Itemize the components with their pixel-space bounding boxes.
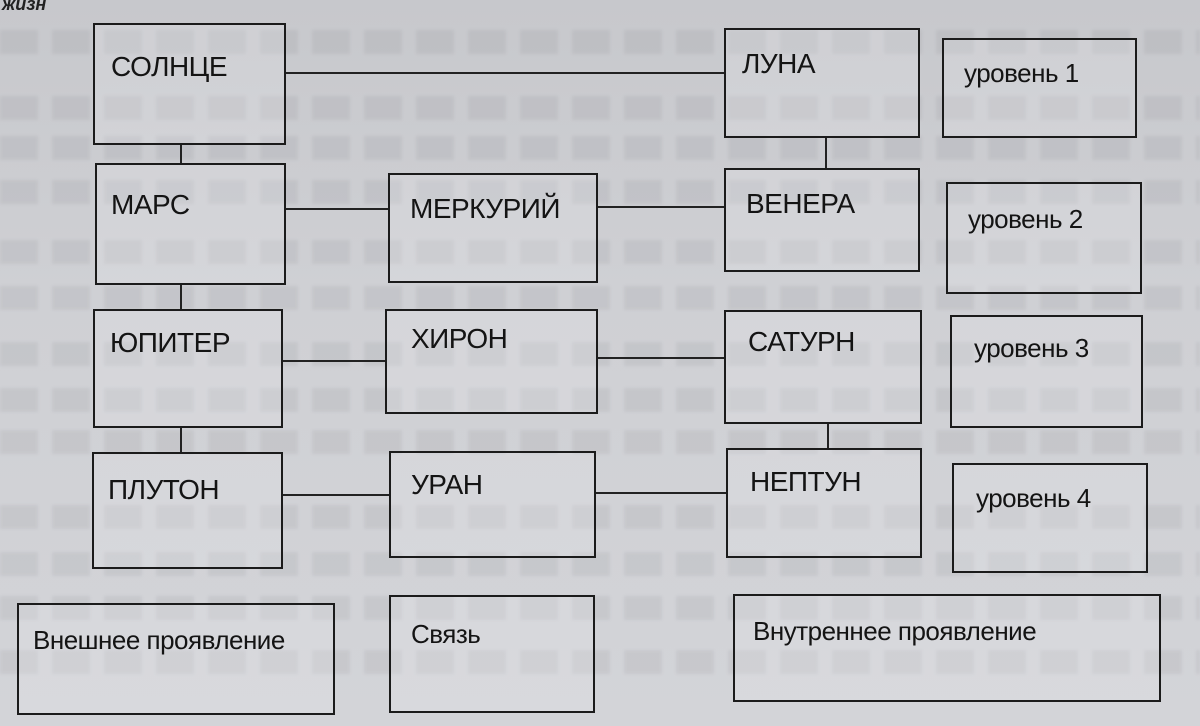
bleed-through-text	[0, 650, 1200, 674]
connector-sun-moon	[284, 72, 724, 74]
page-corner-fragment: жизн	[2, 0, 47, 14]
legend-outer: Внешнее проявление	[17, 603, 335, 715]
node-saturn: САТУРН	[724, 310, 922, 424]
node-label: ХИРОН	[411, 323, 508, 354]
level-box-4: уровень 4	[952, 463, 1148, 573]
bleed-through-text	[0, 136, 1200, 160]
bleed-through-text	[0, 430, 1200, 454]
bleed-through-text	[0, 240, 1200, 264]
node-chiron: ХИРОН	[385, 309, 598, 414]
bleed-through-text	[0, 342, 1200, 366]
connector-chiron-saturn	[598, 357, 724, 359]
node-label: ЛУНА	[742, 48, 816, 79]
connector-jupiter-pluto	[180, 428, 182, 452]
level-label: уровень 2	[968, 204, 1083, 234]
connector-moon-venus	[825, 138, 827, 168]
legend-link: Связь	[389, 595, 595, 713]
legend-label: Внешнее проявление	[33, 625, 285, 655]
node-label: СОЛНЦЕ	[111, 51, 228, 82]
connector-saturn-neptune	[827, 424, 829, 448]
node-label: УРАН	[411, 469, 483, 500]
node-label: САТУРН	[748, 326, 855, 357]
node-label: ЮПИТЕР	[110, 327, 231, 358]
node-jupiter: ЮПИТЕР	[93, 309, 283, 428]
node-mercury: МЕРКУРИЙ	[388, 173, 598, 283]
bleed-through-text	[0, 596, 1200, 620]
bleed-through-text	[0, 30, 1200, 54]
level-label: уровень 4	[976, 483, 1091, 513]
legend-label: Связь	[411, 619, 481, 649]
node-venus: ВЕНЕРА	[724, 168, 920, 272]
level-box-3: уровень 3	[950, 315, 1143, 428]
node-label: ПЛУТОН	[108, 474, 220, 505]
bleed-through-text	[0, 96, 1200, 120]
connector-sun-mars	[180, 145, 182, 163]
node-sun: СОЛНЦЕ	[93, 23, 286, 145]
bleed-through-text	[0, 388, 1200, 412]
connector-mars-mercury	[286, 208, 388, 210]
connector-pluto-uranus	[283, 494, 389, 496]
node-label: МАРС	[111, 189, 190, 220]
level-box-2: уровень 2	[946, 182, 1142, 294]
connector-jupiter-chiron	[283, 360, 385, 362]
level-label: уровень 1	[964, 58, 1079, 88]
connector-mars-jupiter	[180, 285, 182, 309]
legend-label: Внутреннее проявление	[753, 616, 1037, 646]
node-neptune: НЕПТУН	[726, 448, 922, 558]
legend-inner: Внутреннее проявление	[733, 594, 1161, 702]
node-pluto: ПЛУТОН	[92, 452, 283, 569]
bleed-through-text	[0, 180, 1200, 204]
connector-uranus-neptune	[596, 492, 726, 494]
node-moon: ЛУНА	[724, 28, 920, 138]
node-uranus: УРАН	[389, 451, 596, 558]
bleed-through-text	[0, 286, 1200, 310]
level-label: уровень 3	[974, 333, 1089, 363]
node-label: НЕПТУН	[750, 466, 862, 497]
connector-mercury-venus	[598, 206, 724, 208]
node-label: ВЕНЕРА	[746, 188, 855, 219]
node-mars: МАРС	[95, 163, 286, 285]
bleed-through-text	[0, 505, 1200, 529]
node-label: МЕРКУРИЙ	[410, 193, 561, 224]
level-box-1: уровень 1	[942, 38, 1137, 138]
